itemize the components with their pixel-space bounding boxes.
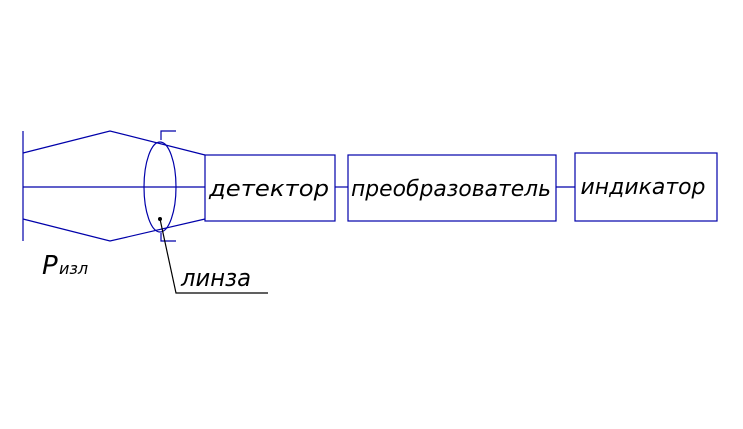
lens-bracket-top: [160, 130, 176, 140]
lens-leader-line: [159, 218, 268, 294]
indicator-label: индикатор: [581, 175, 706, 200]
lens-bracket-bottom: [160, 233, 176, 242]
lens-label: линза: [180, 264, 251, 292]
converter-block: [347, 154, 557, 222]
detector-label: детектор: [208, 177, 329, 202]
indicator-block: [574, 152, 718, 222]
detector-block: [204, 154, 336, 222]
source-label-sub: изл: [59, 259, 88, 278]
beam-lower-edge: [22, 218, 206, 242]
source-label-main: P: [42, 251, 58, 281]
beam-upper-edge: [22, 130, 206, 156]
converter-label: преобразователь: [351, 177, 551, 202]
lens-ellipse: [143, 141, 177, 233]
